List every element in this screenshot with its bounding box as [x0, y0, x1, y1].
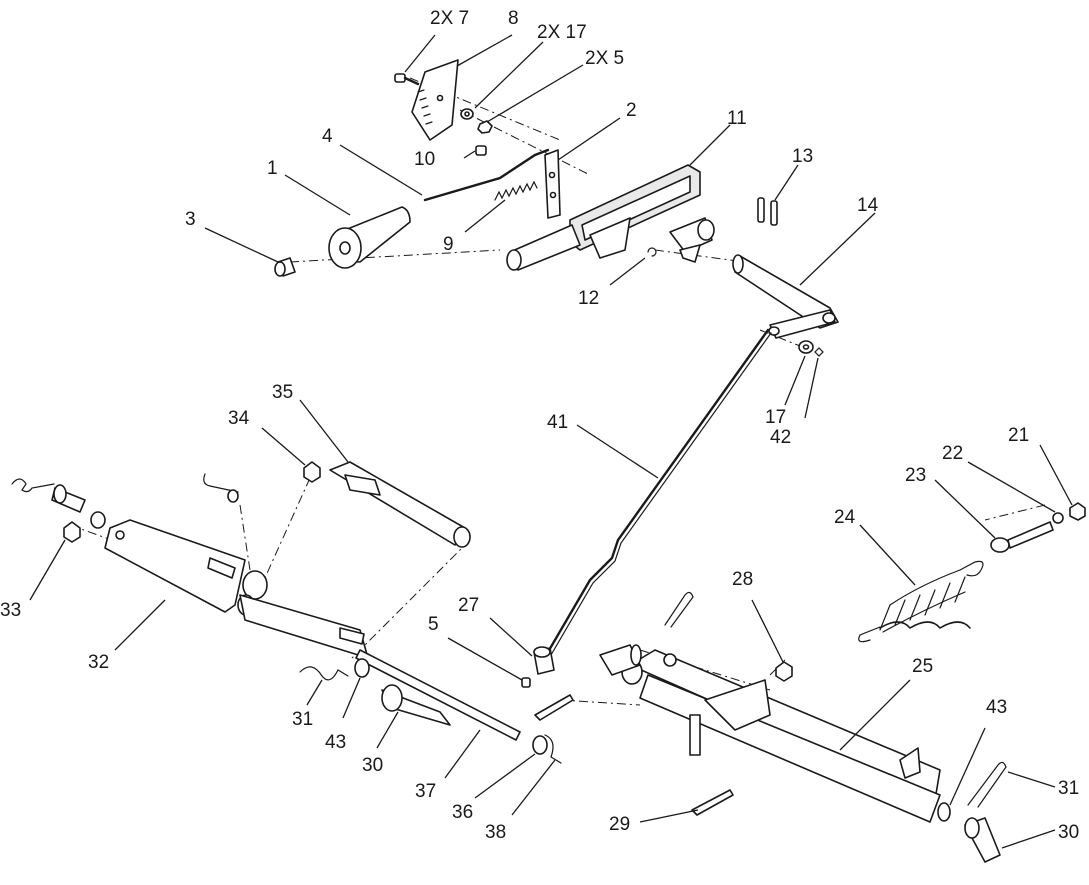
part-17-washer-top: [460, 108, 474, 120]
callout-17: 17: [765, 407, 786, 428]
part-36-washer: [532, 735, 548, 755]
callout-13: 13: [792, 146, 813, 167]
part-14-crank-shaft: [732, 254, 839, 339]
leader-lines: [29, 34, 1073, 849]
callout-14: 14: [857, 195, 879, 216]
part-22-washer: [1052, 512, 1064, 524]
callout-2x5: 2X 5: [585, 48, 624, 69]
part-1-handle-knob: [328, 206, 411, 269]
callout-28: 28: [732, 569, 753, 590]
pin-upper-right: [599, 591, 694, 676]
callout-34: 34: [228, 408, 250, 429]
part-34-nut: [303, 461, 321, 483]
hairpin-upper-left-mid: [203, 473, 239, 503]
callout-10: 10: [414, 149, 435, 170]
callout-23: 23: [905, 465, 926, 486]
part-3-end-cap: [274, 257, 296, 277]
part-41-link-rod: [546, 328, 772, 656]
part-43-washer-right: [937, 802, 951, 822]
callout-5: 5: [428, 614, 439, 635]
part-10-screw: [475, 145, 487, 156]
callout-1: 1: [267, 158, 278, 179]
callout-11: 11: [727, 108, 747, 129]
callout-43-right: 43: [986, 697, 1007, 718]
callout-9: 9: [443, 234, 454, 255]
part-21-nut: [1069, 502, 1086, 521]
callout-32: 32: [88, 652, 109, 673]
part-43-washer-left: [354, 658, 370, 678]
callout-35: 35: [272, 382, 293, 403]
callout-25: 25: [912, 656, 933, 677]
pin-upper-left: [11, 478, 106, 529]
part-cotter-pin-mid: [534, 694, 574, 721]
part-2-bracket: [544, 149, 561, 219]
callout-30-left: 30: [362, 755, 383, 776]
callout-24: 24: [834, 507, 856, 528]
callout-42: 42: [770, 427, 791, 448]
part-42-cotter: [814, 347, 824, 357]
part-29-cotter-pin: [691, 789, 734, 816]
callout-8: 8: [508, 8, 519, 29]
part-link-plate-lower: [239, 594, 369, 659]
part-4-control-rod: [423, 148, 550, 202]
callout-33: 33: [0, 600, 21, 621]
callout-3: 3: [185, 209, 196, 230]
callout-37: 37: [415, 781, 436, 802]
callout-30-right: 30: [1058, 822, 1079, 843]
part-5-nut-top: [477, 120, 493, 134]
part-35-clevis-lever: [329, 461, 471, 548]
callout-2x17: 2X 17: [537, 22, 587, 43]
part-9-spring: [494, 180, 538, 201]
part-30-clevis-pin-right: [964, 817, 1001, 863]
callout-36: 36: [452, 802, 473, 823]
callout-labels: 2X 7 8 2X 17 2X 5 2 11 4 1 10 13 14 3 9 …: [0, 8, 1079, 843]
callout-43-left: 43: [325, 732, 346, 753]
callout-38: 38: [485, 822, 506, 843]
callout-4: 4: [322, 126, 333, 147]
part-5-set-screw: [521, 677, 531, 688]
callout-12: 12: [578, 288, 599, 309]
part-7-bolt: [394, 73, 420, 86]
part-33-nut: [63, 521, 81, 543]
part-31-hairpin-left: [299, 666, 349, 681]
callout-41: 41: [547, 412, 568, 433]
part-12-clip: [647, 247, 657, 257]
callout-29: 29: [609, 814, 630, 835]
callout-22: 22: [942, 443, 963, 464]
part-25-pedal-lever: [621, 649, 941, 823]
part-11-lever-arm: [506, 164, 715, 271]
part-31-hairpin-right: [967, 761, 1007, 808]
part-8-notched-plate: [411, 59, 459, 141]
part-13-roll-pins: [757, 197, 778, 226]
part-23-eyebolt: [990, 521, 1054, 553]
part-28-nut: [775, 661, 793, 682]
callout-2x7: 2X 7: [430, 8, 469, 29]
part-38-hairpin: [544, 734, 562, 764]
part-24-extension-spring: [858, 560, 984, 643]
callout-2: 2: [626, 100, 637, 121]
part-30-clevis-pin-left: [381, 684, 451, 726]
part-17-washer-right: [798, 340, 814, 354]
callout-21: 21: [1008, 425, 1029, 446]
callout-31-left: 31: [292, 709, 313, 730]
callout-27: 27: [458, 595, 479, 616]
part-37-pin-rod: [355, 649, 521, 741]
callout-31-right: 31: [1058, 778, 1079, 799]
part-27-swivel: [533, 646, 555, 675]
